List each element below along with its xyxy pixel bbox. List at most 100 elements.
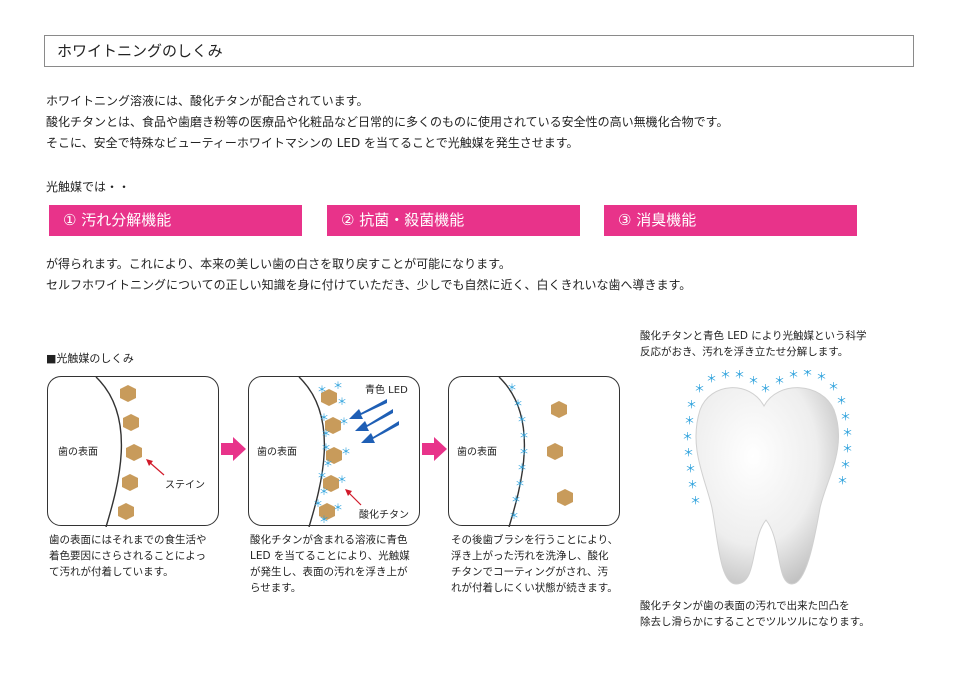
intro-line-2: 酸化チタンとは、食品や歯磨き粉等の医療品や化粧品など日常的に多くのものに使用され…: [46, 115, 729, 129]
tooth-surface-line: [298, 377, 326, 527]
description-line: て汚れが付着しています。: [49, 566, 174, 578]
stain-particle: [122, 474, 138, 491]
panel-illustration: [95, 377, 165, 527]
titanium-callout: 酸化チタン: [359, 510, 409, 521]
description-line: 浮き上がった汚れを洗浄し、酸化: [451, 550, 609, 562]
svg-text:＊: ＊: [760, 382, 771, 395]
svg-text:＊: ＊: [837, 474, 848, 487]
svg-text:＊: ＊: [319, 413, 329, 424]
svg-text:＊: ＊: [333, 503, 343, 514]
svg-text:＊: ＊: [337, 475, 347, 486]
svg-text:＊: ＊: [317, 385, 327, 396]
stain-callout: ステイン: [165, 480, 205, 491]
stain-particle: [123, 414, 139, 431]
svg-text:＊: ＊: [341, 447, 351, 458]
caption-line: 酸化チタンが歯の表面の汚れで出来た凹凸を: [640, 600, 850, 612]
mechanism-panel-stain: 歯の表面 ステイン: [47, 376, 219, 527]
description-line: 歯の表面にはそれまでの食生活や: [49, 534, 207, 546]
feature-label: ③ 消臭機能: [618, 211, 697, 229]
mechanism-heading: ■光触媒のしくみ: [46, 352, 134, 365]
surface-label: 歯の表面: [257, 447, 297, 458]
stain-particles: [118, 385, 142, 520]
stain-particle: [118, 503, 134, 520]
stain-particles: [319, 389, 342, 520]
svg-text:＊: ＊: [802, 370, 813, 379]
svg-text:＊: ＊: [687, 478, 698, 491]
description-line: れが付着しにくい状態が続きます。: [451, 582, 618, 594]
svg-text:＊: ＊: [734, 370, 745, 381]
feature-badge-deodorize: ③ 消臭機能: [604, 205, 857, 236]
svg-text:＊: ＊: [828, 380, 839, 393]
caption-line: 反応がおき、汚れを浮き立たせ分解します。: [640, 346, 849, 358]
led-label: 青色 LED: [365, 385, 408, 396]
svg-text:＊: ＊: [748, 374, 759, 387]
svg-text:＊: ＊: [694, 382, 705, 395]
step-arrow-icon: [221, 437, 246, 461]
description-line: が発生し、表面の汚れを浮き上が: [250, 566, 408, 578]
feature-badge-decompose: ① 汚れ分解機能: [49, 205, 302, 236]
stain-particle: [126, 444, 142, 461]
panel-illustration: ＊ ＊ ＊ ＊ ＊ ＊ ＊ ＊ ＊: [498, 377, 573, 527]
outro-line-2: セルフホワイトニングについての正しい知識を身に付けていただき、少しでも自然に近く…: [46, 278, 692, 292]
titanium-coating: ＊ ＊ ＊ ＊ ＊ ＊ ＊ ＊ ＊: [507, 383, 529, 522]
svg-text:＊: ＊: [842, 442, 853, 455]
svg-text:＊: ＊: [840, 410, 851, 423]
feature-label: ② 抗菌・殺菌機能: [341, 211, 465, 229]
mechanism-panel-coating: ＊ ＊ ＊ ＊ ＊ ＊ ＊ ＊ ＊ 歯の表面: [448, 376, 620, 527]
svg-text:＊: ＊: [323, 459, 333, 470]
page-title-box: ホワイトニングのしくみ: [44, 35, 914, 67]
description-line: チタンでコーティングがされ、汚: [451, 566, 608, 578]
description-line: らせます。: [250, 582, 302, 594]
svg-text:＊: ＊: [339, 417, 349, 428]
panel-2-description: 酸化チタンが含まれる溶液に青色 LED を当てることにより、光触媒 が発生し、表…: [250, 532, 410, 596]
svg-text:＊: ＊: [319, 487, 329, 498]
svg-text:＊: ＊: [684, 414, 695, 427]
svg-text:＊: ＊: [517, 415, 527, 426]
description-line: 酸化チタンが含まれる溶液に青色: [250, 534, 408, 546]
intro-line-1: ホワイトニング溶液には、酸化チタンが配合されています。: [46, 94, 369, 108]
svg-text:＊: ＊: [706, 372, 717, 385]
tooth-top-caption: 酸化チタンと青色 LED により光触媒という科学 反応がおき、汚れを浮き立たせ分…: [640, 328, 867, 360]
intro-line-3: そこに、安全で特殊なビューティーホワイトマシンの LED を当てることで光触媒を…: [46, 136, 579, 150]
panel-3-description: その後歯ブラシを行うことにより、 浮き上がった汚れを洗浄し、酸化 チタンでコーテ…: [451, 532, 618, 596]
feature-badge-antibacterial: ② 抗菌・殺菌機能: [327, 205, 580, 236]
step-arrow-icon: [422, 437, 447, 461]
tooth-bottom-caption: 酸化チタンが歯の表面の汚れで出来た凹凸を 除去し滑らかにすることでツルツルになり…: [640, 598, 870, 630]
titanium-coating-ring: ＊＊＊ ＊＊＊ ＊＊＊ ＊＊＊ ＊＊＊ ＊＊＊ ＊＊＊ ＊＊＊: [682, 370, 853, 507]
stain-particle: [120, 385, 136, 402]
svg-text:＊: ＊: [519, 447, 529, 458]
svg-text:＊: ＊: [686, 398, 697, 411]
surface-label: 歯の表面: [58, 447, 98, 458]
svg-text:＊: ＊: [337, 397, 347, 408]
svg-text:＊: ＊: [517, 463, 527, 474]
outro-line-1: が得られます。これにより、本来の美しい歯の白さを取り戻すことが可能になります。: [46, 257, 511, 271]
panel-1-description: 歯の表面にはそれまでの食生活や 着色要因にさらされることによっ て汚れが付着して…: [49, 532, 207, 580]
svg-text:＊: ＊: [513, 399, 523, 410]
svg-text:＊: ＊: [509, 511, 519, 522]
description-line: その後歯ブラシを行うことにより、: [451, 534, 619, 546]
caption-line: 除去し滑らかにすることでツルツルになります。: [640, 616, 870, 628]
description-line: 着色要因にさらされることによっ: [49, 550, 206, 562]
svg-text:＊: ＊: [685, 462, 696, 475]
page-title: ホワイトニングのしくみ: [57, 42, 223, 60]
callout-arrow-head: [345, 489, 352, 496]
led-light-arrows: [349, 399, 399, 443]
svg-text:＊: ＊: [840, 458, 851, 471]
description-line: LED を当てることにより、光触媒: [250, 550, 410, 562]
svg-text:＊: ＊: [507, 383, 517, 394]
svg-text:＊: ＊: [321, 429, 331, 440]
callout-arrow-head: [146, 459, 153, 466]
caption-line: 酸化チタンと青色 LED により光触媒という科学: [640, 330, 867, 342]
mechanism-panel-photocatalyst: ＊＊＊ ＊＊＊ ＊＊＊ ＊＊＊ ＊＊＊ 歯の表面 青色 LED 酸化チタン: [248, 376, 420, 527]
svg-text:＊: ＊: [816, 370, 827, 383]
titanium-particles: ＊＊＊ ＊＊＊ ＊＊＊ ＊＊＊ ＊＊＊: [313, 381, 351, 526]
svg-text:＊: ＊: [519, 431, 529, 442]
svg-text:＊: ＊: [317, 471, 327, 482]
svg-text:＊: ＊: [836, 394, 847, 407]
svg-text:＊: ＊: [515, 479, 525, 490]
svg-text:＊: ＊: [511, 495, 521, 506]
svg-text:＊: ＊: [313, 499, 323, 510]
svg-text:＊: ＊: [319, 515, 329, 526]
tooth-surface-line: [95, 377, 123, 527]
surface-label: 歯の表面: [457, 447, 497, 458]
